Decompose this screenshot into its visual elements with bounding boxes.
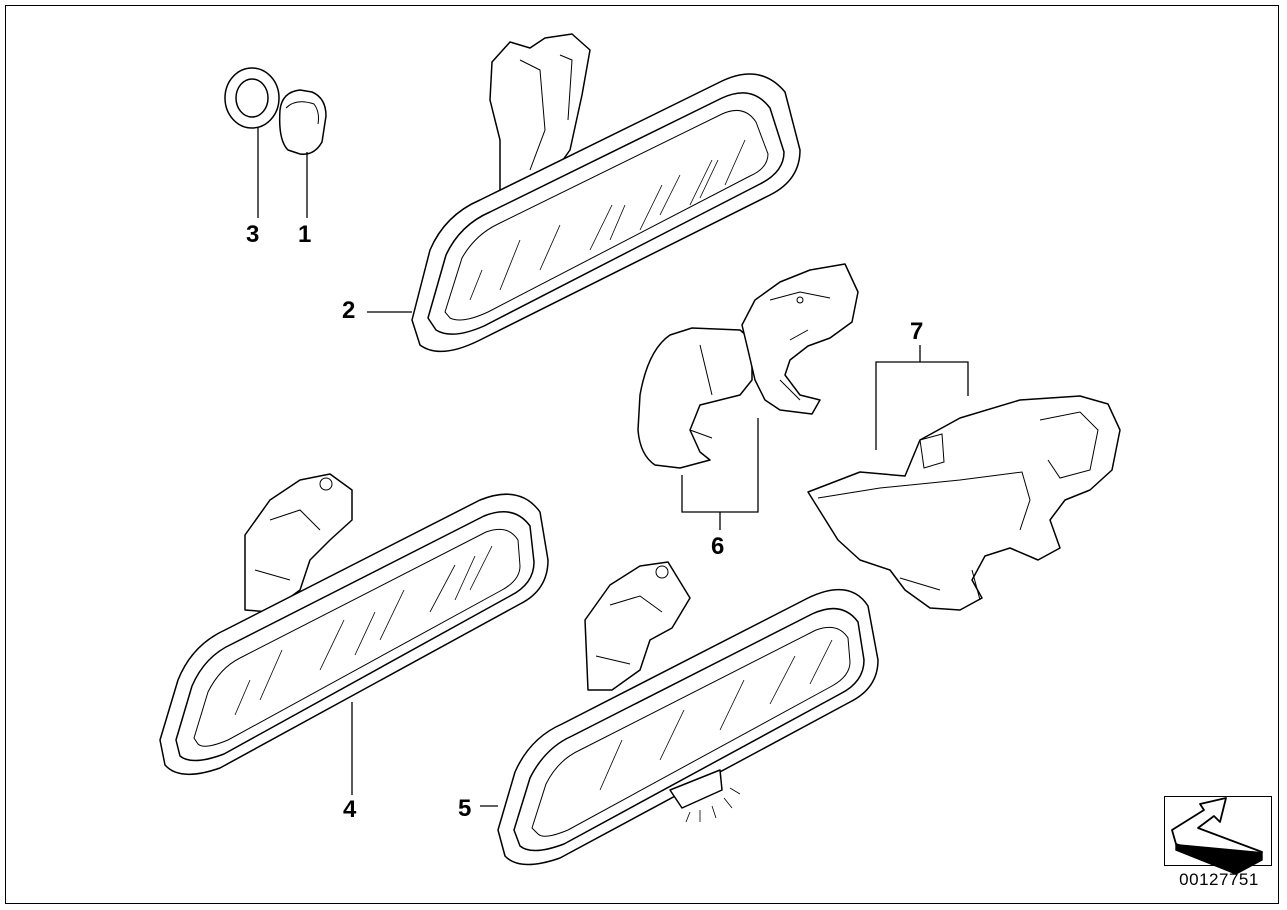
- callout-part-1: 1: [298, 221, 312, 248]
- callout-part-3: 3: [246, 221, 260, 248]
- diagram-frame: [5, 5, 1279, 904]
- callout-part-4: 4: [343, 796, 357, 823]
- leader-lines: [257, 127, 969, 807]
- part-4-mirror[interactable]: [159, 473, 549, 775]
- diagram-reference-number: 00127751: [1179, 870, 1259, 889]
- orientation-reference-box: [1164, 796, 1272, 866]
- callout-part-7: 7: [910, 318, 924, 345]
- part-2-mirror[interactable]: [411, 33, 801, 353]
- callout-part-2: 2: [342, 297, 356, 324]
- part-3-washer[interactable]: [224, 67, 280, 129]
- part-1-cap[interactable]: [278, 89, 327, 155]
- callout-part-5: 5: [458, 795, 472, 822]
- part-7-housing[interactable]: [807, 395, 1121, 611]
- part-6-cover[interactable]: [637, 263, 859, 469]
- callout-part-6: 6: [711, 533, 725, 560]
- part-5-mirror[interactable]: [497, 561, 879, 866]
